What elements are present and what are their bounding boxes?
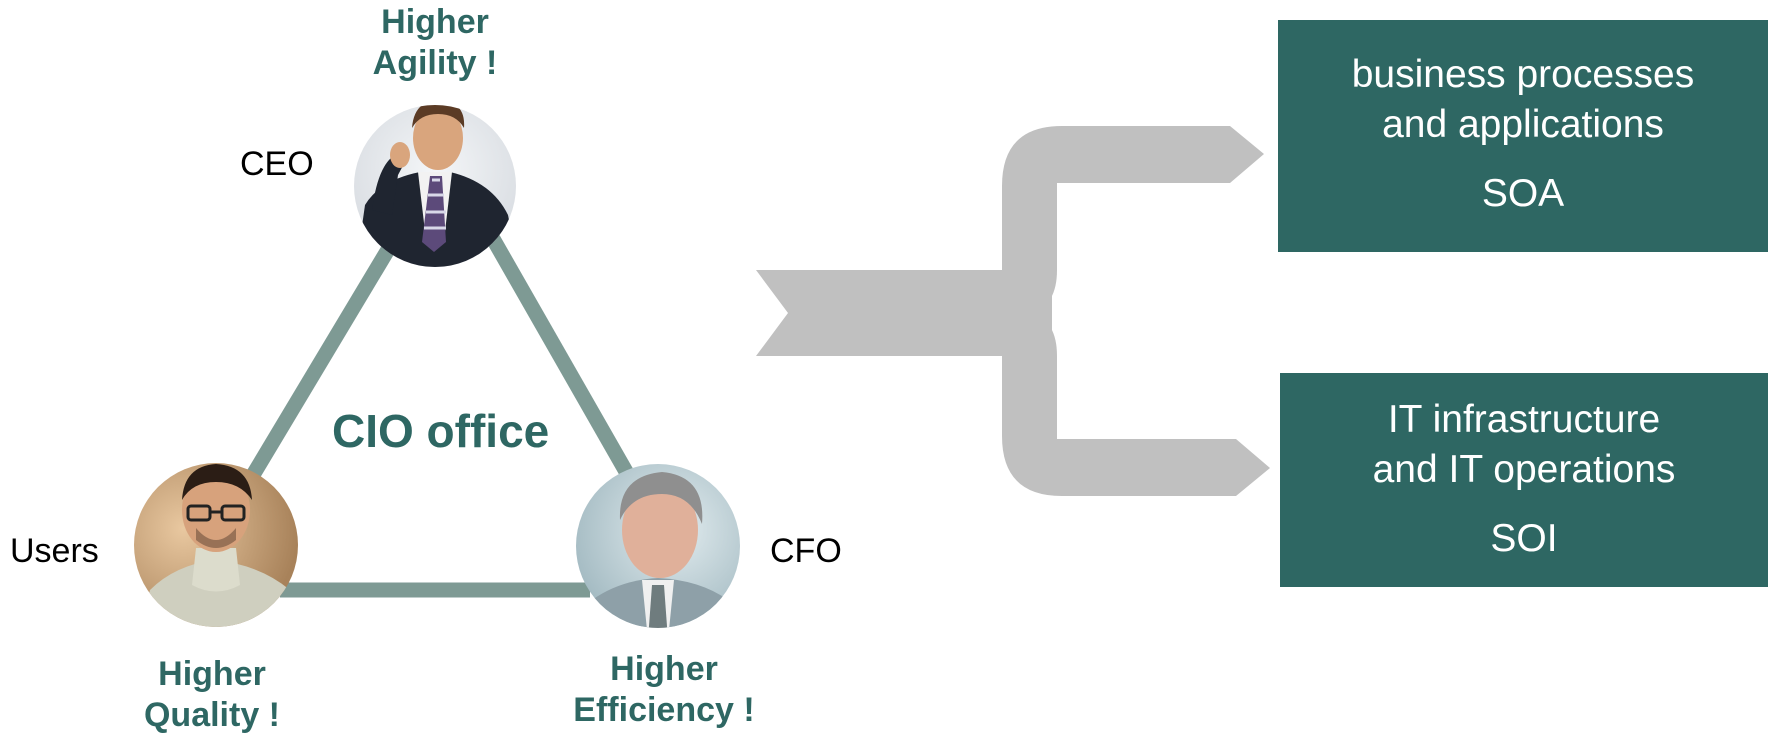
- arrow-junction-upper: [1002, 225, 1057, 313]
- role-label-ceo: CEO: [240, 145, 314, 183]
- box-line-2: and IT operations: [1372, 447, 1676, 491]
- center-title: CIO office: [332, 405, 550, 457]
- goal-label-ceo: Higher Agility !: [345, 2, 525, 84]
- role-label-cfo: CFO: [770, 532, 842, 570]
- arrow-branch-upper: [1002, 126, 1264, 232]
- goal-label-cfo: Higher Efficiency !: [554, 649, 774, 731]
- box-abbreviation: SOI: [1490, 517, 1558, 561]
- goal-line-1: Higher: [158, 655, 266, 693]
- goal-line-2: Efficiency !: [573, 690, 755, 729]
- goal-line-1: Higher: [610, 650, 718, 688]
- box-abbreviation: SOA: [1481, 172, 1565, 216]
- goal-line-2: Agility !: [372, 43, 498, 82]
- arrow-branch-lower: [1002, 396, 1270, 496]
- box-soa: business processes and applications SOA: [1278, 20, 1768, 252]
- goal-line-1: Higher: [381, 3, 489, 41]
- person-photo-ceo: [354, 105, 516, 267]
- box-soi: IT infrastructure and IT operations SOI: [1280, 373, 1768, 587]
- goal-label-users: Higher Quality !: [122, 654, 302, 736]
- triangle-edge-left: [243, 234, 402, 484]
- triangle: [243, 233, 635, 598]
- box-line-1: business processes: [1351, 53, 1695, 96]
- goal-line-2: Quality !: [143, 695, 281, 734]
- person-photo-cfo: [576, 464, 740, 628]
- branching-arrow: [756, 126, 1270, 496]
- arrow-tail: [756, 270, 1052, 356]
- triangle-edge-right: [485, 233, 635, 479]
- person-photo-user: [134, 463, 298, 627]
- box-line-1: IT infrastructure: [1387, 398, 1661, 441]
- arrow-junction-lower: [1002, 313, 1057, 400]
- box-line-2: and applications: [1382, 102, 1664, 146]
- role-label-users: Users: [10, 532, 99, 570]
